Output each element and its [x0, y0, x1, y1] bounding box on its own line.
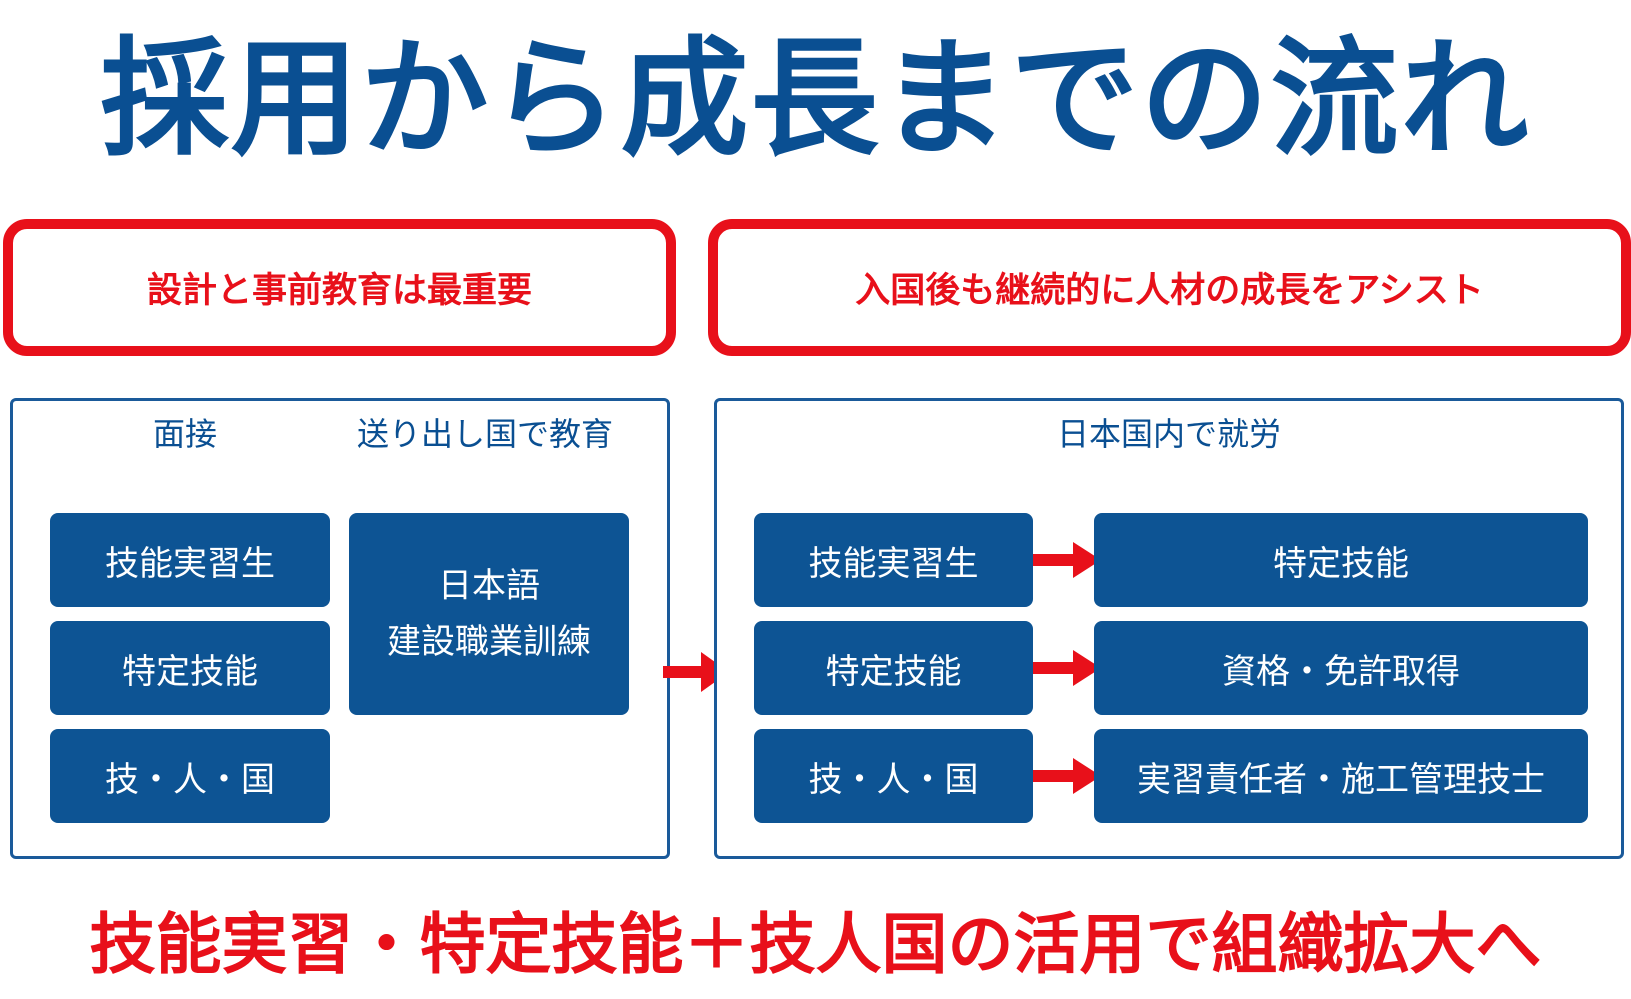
education-line-vocational: 建設職業訓練 — [387, 622, 591, 662]
from-item-label: 技能実習生 — [808, 543, 979, 584]
arrow-right-icon — [1033, 542, 1101, 578]
arrow-right-icon — [1033, 650, 1101, 686]
interview-item-label: 技能実習生 — [105, 543, 275, 584]
education-line-japanese: 日本語 — [438, 566, 540, 606]
interview-item-engineer-visa: 技・人・国 — [50, 729, 330, 823]
to-item-label: 実習責任者・施工管理技士 — [1137, 759, 1545, 800]
footer-tagline: 技能実習・特定技能＋技人国の活用で組織拡大へ — [89, 906, 1542, 983]
page-title: 採用から成長までの流れ — [100, 25, 1531, 174]
interview-item-trainee: 技能実習生 — [50, 513, 330, 607]
interview-item-label: 技・人・国 — [105, 759, 275, 800]
panel-in-japan: 日本国内で就労 技能実習生 特定技能 技・人・国 特定技能 資格・免許取得 実習… — [714, 398, 1624, 859]
from-item-label: 技・人・国 — [808, 759, 979, 800]
education-box: 日本語 建設職業訓練 — [349, 513, 629, 715]
from-item-specified-skills: 特定技能 — [754, 621, 1033, 715]
to-item-supervisor: 実習責任者・施工管理技士 — [1094, 729, 1588, 823]
banner-post-entry-text: 入国後も継続的に人材の成長をアシスト — [855, 271, 1484, 311]
banner-post-entry: 入国後も継続的に人材の成長をアシスト — [708, 219, 1631, 356]
heading-education: 送り出し国で教育 — [356, 415, 613, 453]
to-item-label: 特定技能 — [1273, 543, 1409, 584]
heading-interview: 面接 — [152, 415, 217, 453]
to-item-qualifications: 資格・免許取得 — [1094, 621, 1588, 715]
arrow-right-icon — [1033, 758, 1101, 794]
heading-work-in-japan: 日本国内で就労 — [1056, 415, 1281, 453]
banner-pre-entry-text: 設計と事前教育は最重要 — [146, 271, 532, 311]
to-item-label: 資格・免許取得 — [1222, 651, 1460, 692]
panel-pre-entry: 面接 送り出し国で教育 技能実習生 特定技能 技・人・国 日本語 建設職業訓練 — [10, 398, 670, 859]
from-item-engineer-visa: 技・人・国 — [754, 729, 1033, 823]
interview-item-label: 特定技能 — [122, 651, 258, 692]
to-item-specified-skills: 特定技能 — [1094, 513, 1588, 607]
banner-pre-entry: 設計と事前教育は最重要 — [3, 219, 676, 356]
from-item-label: 特定技能 — [825, 651, 962, 692]
from-item-trainee: 技能実習生 — [754, 513, 1033, 607]
interview-item-specified-skills: 特定技能 — [50, 621, 330, 715]
